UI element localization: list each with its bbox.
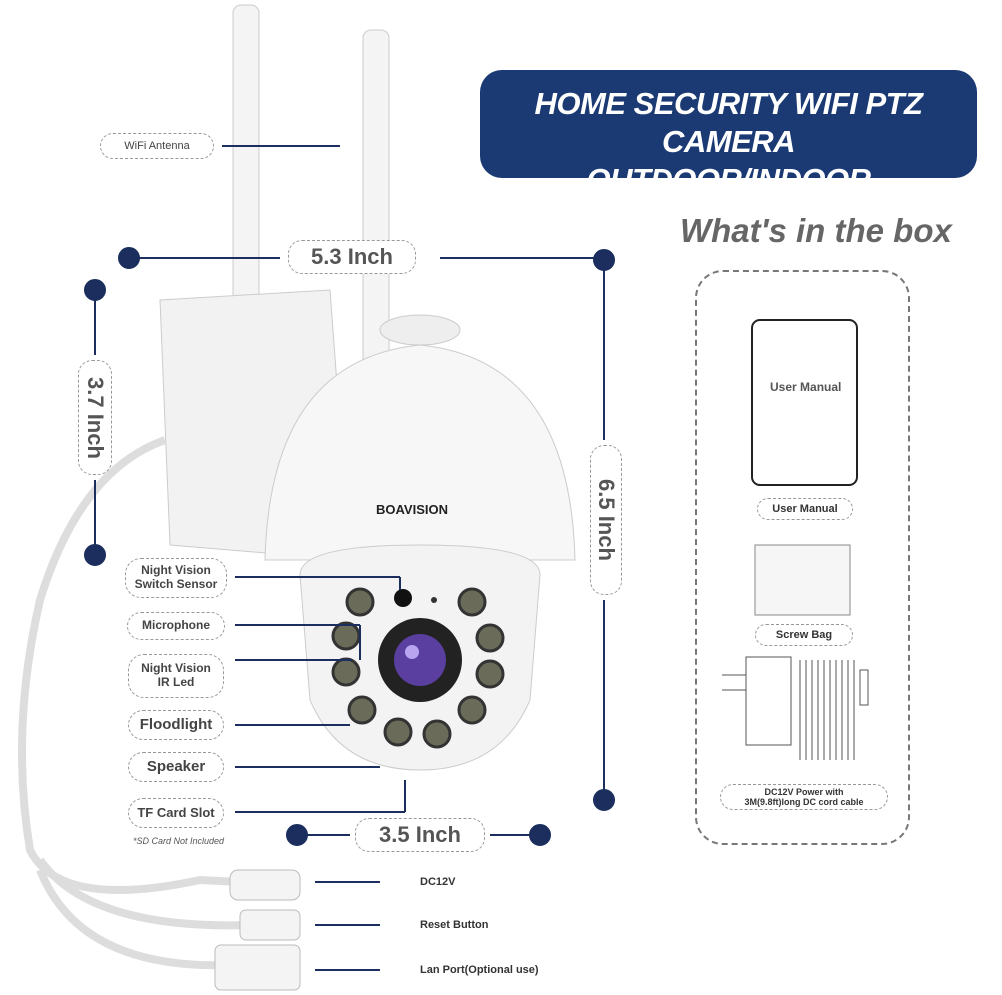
title-banner: HOME SECURITY WIFI PTZ CAMERA OUTDOOR/IN… — [480, 70, 977, 197]
microphone-hole — [431, 597, 437, 603]
dim-height: 6.5 Inch — [590, 445, 622, 595]
power-adapter-drawing — [722, 656, 869, 760]
label-floodlight: Floodlight — [128, 710, 224, 740]
nv-line1: Night Vision — [141, 563, 211, 578]
screw-bag-drawing — [754, 544, 851, 616]
sd-note: *SD Card Not Included — [133, 836, 225, 846]
label-tf-card: TF Card Slot — [128, 798, 224, 828]
label-power-adapter: DC12V Power with 3M(9.8ft)long DC cord c… — [720, 784, 888, 810]
brand-logo: BOAVISION — [376, 502, 448, 517]
reset-connector — [239, 909, 301, 941]
dim-depth: 3.7 Inch — [78, 360, 112, 475]
ir-line1: Night Vision — [141, 661, 211, 676]
label-reset-button: Reset Button — [420, 919, 489, 931]
label-speaker: Speaker — [128, 752, 224, 782]
power-line1: DC12V Power with — [764, 786, 844, 797]
power-line2: 3M(9.8ft)long DC cord cable — [744, 797, 864, 807]
label-microphone: Microphone — [127, 612, 225, 640]
dim-width: 5.3 Inch — [288, 240, 416, 274]
lan-connector — [214, 944, 301, 991]
manual-cover-text: User Manual — [770, 380, 842, 394]
label-screw-bag: Screw Bag — [755, 624, 853, 646]
label-lan-port: Lan Port(Optional use) — [420, 964, 539, 976]
nv-line2: Switch Sensor — [134, 577, 218, 591]
cable — [18, 436, 301, 894]
box-title: What's in the box — [680, 212, 952, 249]
dim-base: 3.5 Inch — [355, 818, 485, 852]
ir-line2: IR Led — [157, 675, 195, 689]
night-vision-sensor — [394, 589, 412, 607]
dc-connector — [229, 869, 301, 901]
user-manual-drawing — [751, 319, 858, 486]
box-contents-panel — [695, 270, 910, 845]
label-dc12v: DC12V — [420, 876, 456, 888]
antenna-right — [362, 29, 390, 371]
label-wifi-antenna: WiFi Antenna — [100, 133, 214, 159]
banner-line2: OUTDOOR/INDOOR — [586, 162, 871, 197]
banner-line1: HOME SECURITY WIFI PTZ CAMERA — [534, 86, 924, 159]
label-user-manual: User Manual — [757, 498, 853, 520]
led-ring — [331, 587, 505, 749]
